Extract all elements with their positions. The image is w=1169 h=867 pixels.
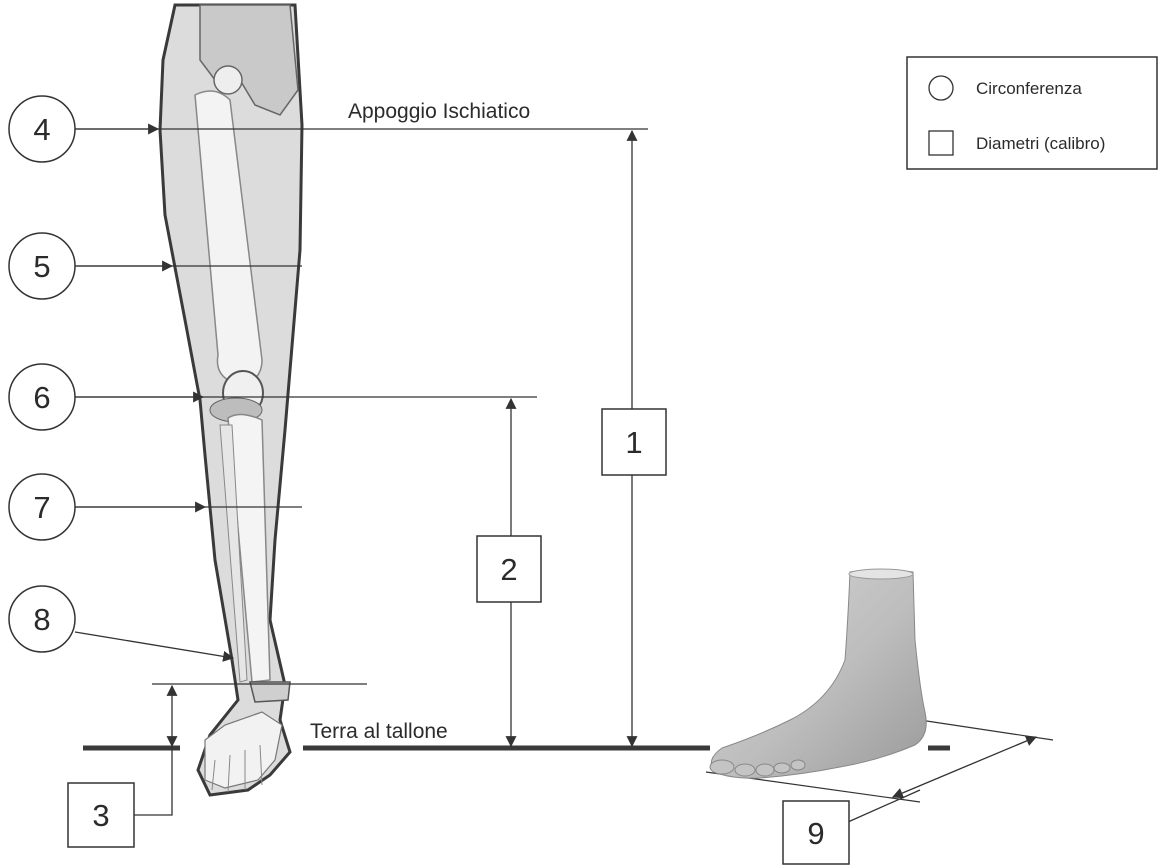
svg-text:4: 4	[33, 112, 50, 147]
legend: Circonferenza Diametri (calibro)	[907, 57, 1157, 169]
marker-square-9: 9	[783, 801, 849, 864]
circumference-markers: 4 5 6 7 8	[9, 96, 75, 652]
svg-text:7: 7	[33, 490, 50, 525]
svg-text:5: 5	[33, 249, 50, 284]
dimension-9-arrow-b	[893, 768, 962, 797]
legend-circle-label: Circonferenza	[976, 79, 1082, 98]
marker-square-3: 3	[68, 783, 134, 847]
dimension-9-arrow-a	[962, 737, 1036, 768]
marker-circle-7: 7	[9, 474, 75, 540]
marker-circle-5: 5	[9, 233, 75, 299]
marker-circle-4: 4	[9, 96, 75, 162]
svg-text:3: 3	[92, 798, 109, 833]
marker-square-2: 2	[477, 536, 541, 602]
svg-text:9: 9	[807, 816, 824, 851]
leg-illustration	[160, 5, 302, 795]
diameter-markers: 1 2 3 9	[68, 409, 849, 864]
svg-text:2: 2	[500, 552, 517, 587]
svg-text:8: 8	[33, 602, 50, 637]
legend-square-icon	[929, 131, 953, 155]
svg-text:6: 6	[33, 380, 50, 415]
level-lines	[75, 129, 648, 684]
marker-circle-8: 8	[9, 586, 75, 652]
legend-square-label: Diametri (calibro)	[976, 134, 1105, 153]
ischial-support-label: Appoggio Ischiatico	[348, 100, 530, 123]
svg-text:1: 1	[625, 425, 642, 460]
foot-illustration	[710, 569, 926, 778]
marker-circle-6: 6	[9, 364, 75, 430]
dimension-3-leader	[134, 746, 172, 815]
ground-to-heel-label: Terra al tallone	[310, 720, 448, 743]
marker-square-1: 1	[602, 409, 666, 475]
legend-circle-icon	[929, 76, 953, 100]
dimension-9-leader	[848, 790, 920, 822]
